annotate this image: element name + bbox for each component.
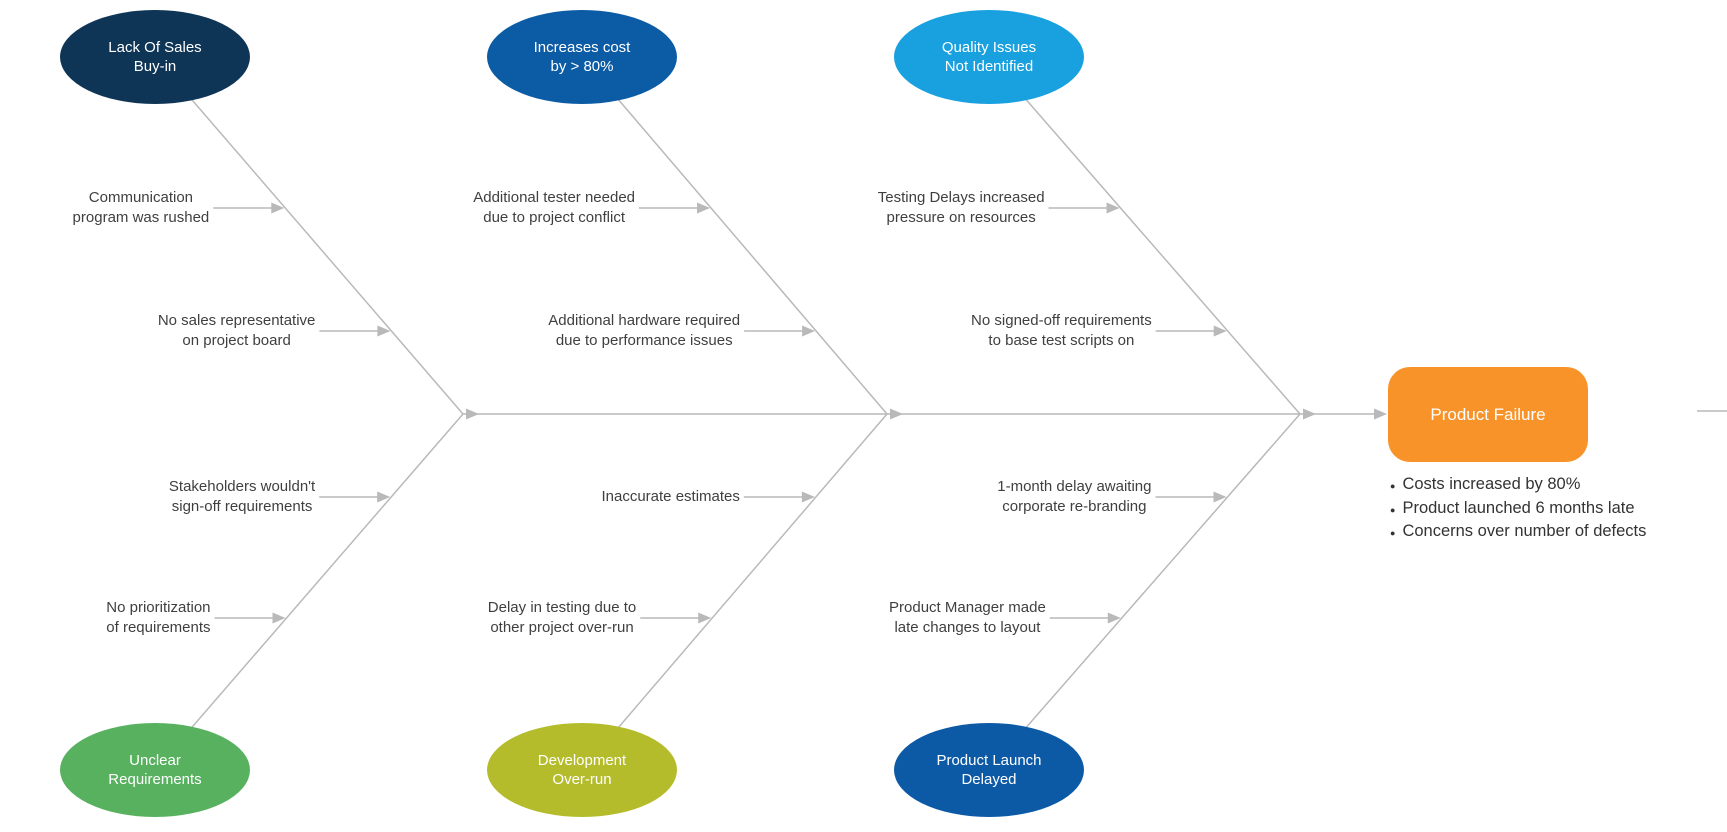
cause-label[interactable]: No prioritization of requirements bbox=[106, 598, 210, 638]
cause-label[interactable]: Testing Delays increased pressure on reso… bbox=[878, 188, 1045, 228]
category-label-line: Increases cost bbox=[533, 39, 631, 56]
cause-arrowhead-icon bbox=[271, 202, 285, 214]
outcome-text: Costs increased by 80% bbox=[1402, 475, 1581, 493]
category-bone-line bbox=[581, 413, 888, 771]
cause-label-line: due to performance issues bbox=[555, 332, 733, 349]
category-label-line: Lack Of Sales bbox=[108, 39, 202, 56]
outcome-item: ● Costs increased by 80% bbox=[1390, 474, 1646, 498]
cause-label-line: late changes to layout bbox=[894, 619, 1041, 636]
cause-label-line: No prioritization bbox=[106, 599, 211, 616]
cause-label[interactable]: Delay in testing due to other project ove… bbox=[488, 598, 636, 638]
cause-label-line: Testing Delays increased bbox=[877, 189, 1045, 206]
cause-label-line: program was rushed bbox=[72, 209, 210, 226]
category-label-line: Delayed bbox=[961, 771, 1017, 788]
bullet-icon: ● bbox=[1390, 504, 1396, 515]
category-label-line: Development bbox=[537, 752, 627, 769]
cause-label-line: Stakeholders wouldn't bbox=[168, 478, 316, 495]
category-label-line: Over-run bbox=[552, 771, 612, 788]
outcome-text: Concerns over number of defects bbox=[1402, 522, 1647, 540]
category-label-line: Quality Issues bbox=[941, 39, 1037, 56]
category-bone-line bbox=[581, 56, 888, 415]
category-label-line: Buy-in bbox=[133, 58, 177, 75]
cause-label[interactable]: No sales representative on project board bbox=[158, 311, 316, 351]
category-bone-line bbox=[988, 56, 1301, 415]
category-node-increases-cost[interactable]: Increases cost by > 80% bbox=[487, 10, 677, 104]
cause-arrowhead-icon bbox=[698, 612, 712, 624]
category-label-line: Requirements bbox=[108, 771, 202, 788]
cause-arrowhead-icon bbox=[1213, 491, 1227, 503]
outcome-item: ● Concerns over number of defects bbox=[1390, 521, 1646, 545]
cause-arrowhead-icon bbox=[802, 325, 816, 337]
cause-arrowhead-icon bbox=[1107, 612, 1121, 624]
cause-label-line: No sales representative bbox=[157, 312, 316, 329]
spine-arrowhead-icon bbox=[890, 408, 903, 420]
cause-label-line: pressure on resources bbox=[886, 209, 1036, 226]
cause-arrowhead-icon bbox=[272, 612, 286, 624]
cause-label[interactable]: 1-month delay awaiting corporate re-brand… bbox=[997, 477, 1151, 517]
cause-label-line: Communication bbox=[88, 189, 194, 206]
cause-label-line: Inaccurate estimates bbox=[601, 488, 740, 505]
cause-label-line: 1-month delay awaiting bbox=[997, 478, 1152, 495]
cause-label-line: Additional tester needed bbox=[473, 189, 636, 206]
category-label-line: Product Launch bbox=[936, 752, 1042, 769]
outcome-item: ● Product launched 6 months late bbox=[1390, 498, 1646, 522]
category-bone-line bbox=[154, 413, 464, 771]
spine-arrowhead-icon bbox=[1303, 408, 1316, 420]
cause-arrowhead-icon bbox=[1106, 202, 1120, 214]
cause-label[interactable]: Additional hardware required due to perfo… bbox=[548, 311, 740, 351]
cause-label-line: Product Manager made bbox=[889, 599, 1046, 616]
cause-label-line: of requirements bbox=[106, 619, 211, 636]
cause-label-line: on project board bbox=[182, 332, 291, 349]
cause-label-line: Delay in testing due to bbox=[487, 599, 637, 616]
cause-arrowhead-icon bbox=[801, 491, 815, 503]
cause-label[interactable]: Communication program was rushed bbox=[73, 188, 210, 228]
category-bone-line bbox=[988, 413, 1301, 771]
cause-arrowhead-icon bbox=[377, 491, 391, 503]
category-bone-line bbox=[154, 56, 464, 415]
cause-label[interactable]: Additional tester needed due to project c… bbox=[473, 188, 635, 228]
cause-label[interactable]: Product Manager made late changes to layo… bbox=[889, 598, 1046, 638]
spine-arrowhead-icon bbox=[1374, 408, 1387, 420]
cause-label-line: due to project conflict bbox=[483, 209, 625, 226]
cause-label-line: No signed-off requirements bbox=[971, 312, 1152, 329]
cause-label-line: Additional hardware required bbox=[548, 312, 741, 329]
category-label-line: by > 80% bbox=[550, 58, 614, 75]
cause-label-line: sign-off requirements bbox=[171, 498, 313, 515]
cause-label[interactable]: Inaccurate estimates bbox=[601, 487, 739, 507]
cause-label-line: to base test scripts on bbox=[988, 332, 1135, 349]
effect-label: Product Failure bbox=[1430, 404, 1546, 424]
bullet-icon: ● bbox=[1390, 528, 1396, 538]
outcomes-list[interactable]: ● Costs increased by 80% ● Product launched… bbox=[1390, 474, 1646, 545]
category-label-line: Not Identified bbox=[944, 58, 1034, 75]
cause-label-line: other project over-run bbox=[490, 619, 634, 636]
cause-arrowhead-icon bbox=[1213, 325, 1227, 337]
cause-arrowhead-icon bbox=[697, 202, 711, 214]
outcome-text: Product launched 6 months late bbox=[1402, 498, 1635, 517]
effect-node[interactable]: Product Failure bbox=[1388, 367, 1588, 462]
category-label-line: Unclear bbox=[129, 752, 181, 769]
bullet-icon: ● bbox=[1390, 481, 1396, 491]
spine-arrowhead-icon bbox=[466, 408, 479, 420]
cause-label[interactable]: No signed-off requirements to base test s… bbox=[971, 311, 1152, 351]
cause-label[interactable]: Stakeholders wouldn't sign-off requiremen… bbox=[169, 477, 315, 517]
cause-label-line: corporate re-branding bbox=[1002, 498, 1147, 515]
cause-arrowhead-icon bbox=[377, 325, 391, 337]
